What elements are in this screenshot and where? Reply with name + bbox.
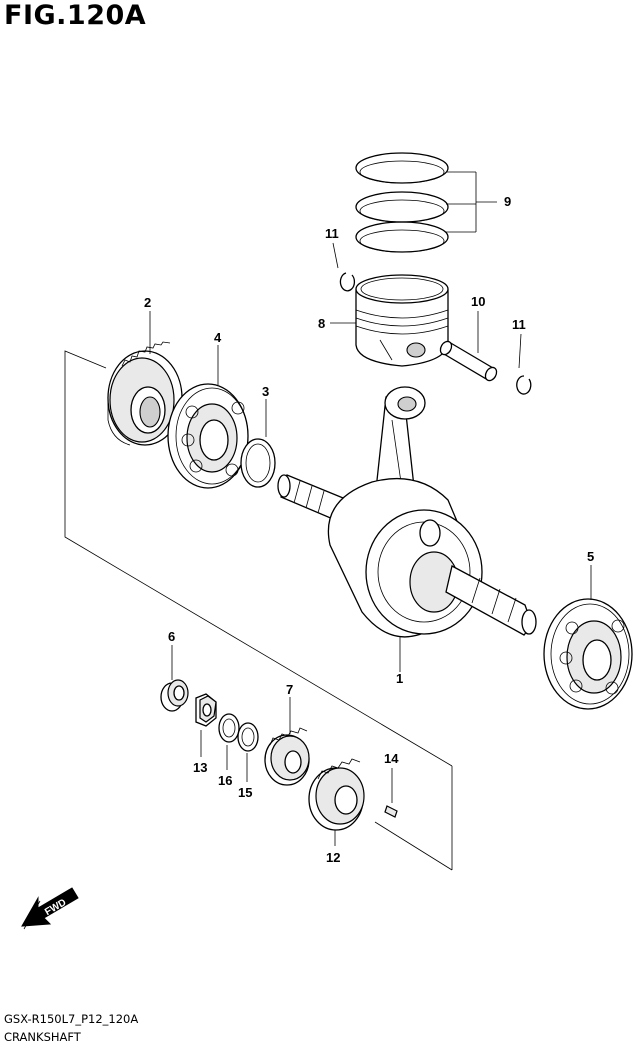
- assembly-bracket: [64, 350, 453, 871]
- crankshaft-assembly: [277, 386, 537, 672]
- balancer-drive-gear: [308, 758, 365, 846]
- callout-7: 7: [286, 682, 293, 697]
- callout-16: 16: [218, 773, 232, 788]
- crankshaft-nut: [195, 693, 217, 757]
- piston: [330, 274, 449, 367]
- fwd-arrow-icon: FWD: [21, 887, 79, 930]
- piston-rings: [355, 152, 497, 253]
- fwd-label: FWD: [43, 897, 68, 918]
- lock-washer: [218, 713, 240, 770]
- piston-pin: [439, 311, 498, 382]
- crankshaft-shim: [240, 399, 276, 488]
- callout-12: 12: [326, 850, 340, 865]
- figure-code: GSX-R150L7_P12_120A: [4, 1012, 139, 1026]
- figure-name: CRANKSHAFT: [4, 1030, 81, 1044]
- callout-8: 8: [318, 316, 325, 331]
- callout-15: 15: [238, 785, 252, 800]
- callout-1: 1: [396, 671, 403, 686]
- callout-11-lower: 11: [512, 317, 526, 332]
- crankshaft-bearing-right: [543, 565, 633, 710]
- callout-5: 5: [587, 549, 594, 564]
- primary-drive-gear: [264, 697, 310, 786]
- piston-pin-circlip-right: [516, 333, 532, 395]
- callout-9: 9: [504, 194, 511, 209]
- callout-3: 3: [262, 384, 269, 399]
- callout-4: 4: [214, 330, 222, 345]
- callout-10: 10: [471, 294, 485, 309]
- crankshaft-key: [384, 768, 398, 818]
- crankshaft-bearing-left: [167, 345, 249, 489]
- callout-11-upper: 11: [325, 226, 339, 241]
- crankshaft-gear: [107, 311, 183, 446]
- piston-pin-circlip-left: [332, 242, 356, 292]
- figure-title: FIG.120A: [4, 0, 147, 31]
- callout-6: 6: [168, 629, 175, 644]
- callout-2: 2: [144, 295, 151, 310]
- shim-washer: [237, 722, 259, 782]
- spacer-bushing: [160, 645, 189, 712]
- callout-14: 14: [384, 751, 399, 766]
- callout-13: 13: [193, 760, 207, 775]
